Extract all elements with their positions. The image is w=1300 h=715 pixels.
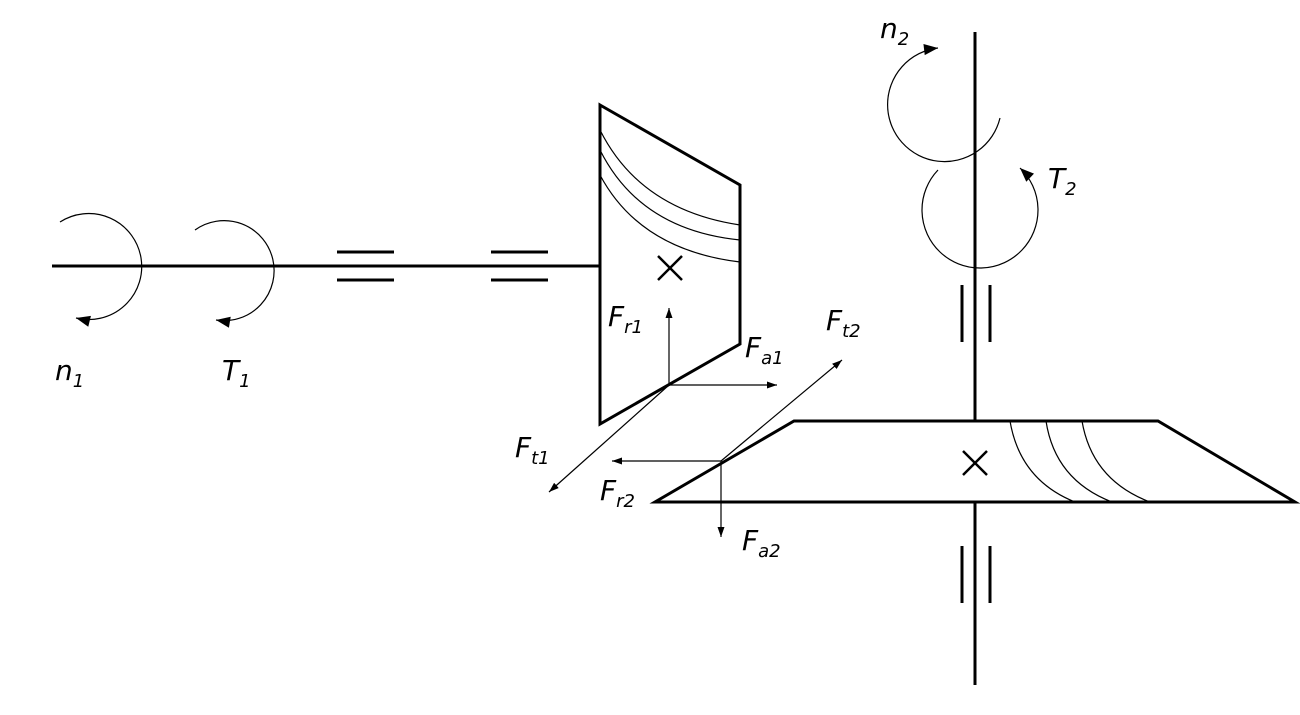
label-t2: T2 [1048, 162, 1077, 200]
label-ft1: Ft1 [515, 431, 550, 469]
label-n1: n1 [55, 354, 84, 392]
label-fr1: Fr1 [608, 300, 643, 338]
force-ft2-arrow [720, 359, 843, 462]
pinion-teeth-arcs [599, 129, 741, 263]
wheel-gear [649, 419, 1300, 504]
rotation-n1-arrow [59, 212, 143, 327]
label-t1: T1 [222, 354, 251, 392]
label-fr2: Fr2 [600, 474, 635, 512]
label-ft2: Ft2 [826, 304, 861, 342]
output-bearing-lower [960, 546, 992, 603]
force-ft1-arrow [548, 384, 670, 493]
rotation-n2-arrow [887, 44, 1001, 163]
pinion-gear [598, 102, 742, 427]
input-bearing-right [491, 250, 548, 282]
label-fa2: Fa2 [742, 524, 781, 562]
wheel-teeth-arcs [1009, 420, 1151, 503]
wheel-center-mark [962, 450, 988, 476]
pinion-center-mark [657, 255, 683, 281]
torque-t1-arrow [194, 220, 275, 328]
input-bearing-left [337, 250, 394, 282]
label-fa1: Fa1 [745, 331, 784, 369]
output-bearing-upper [960, 285, 992, 342]
label-n2: n2 [880, 12, 909, 50]
torque-t2-arrow [921, 167, 1039, 269]
